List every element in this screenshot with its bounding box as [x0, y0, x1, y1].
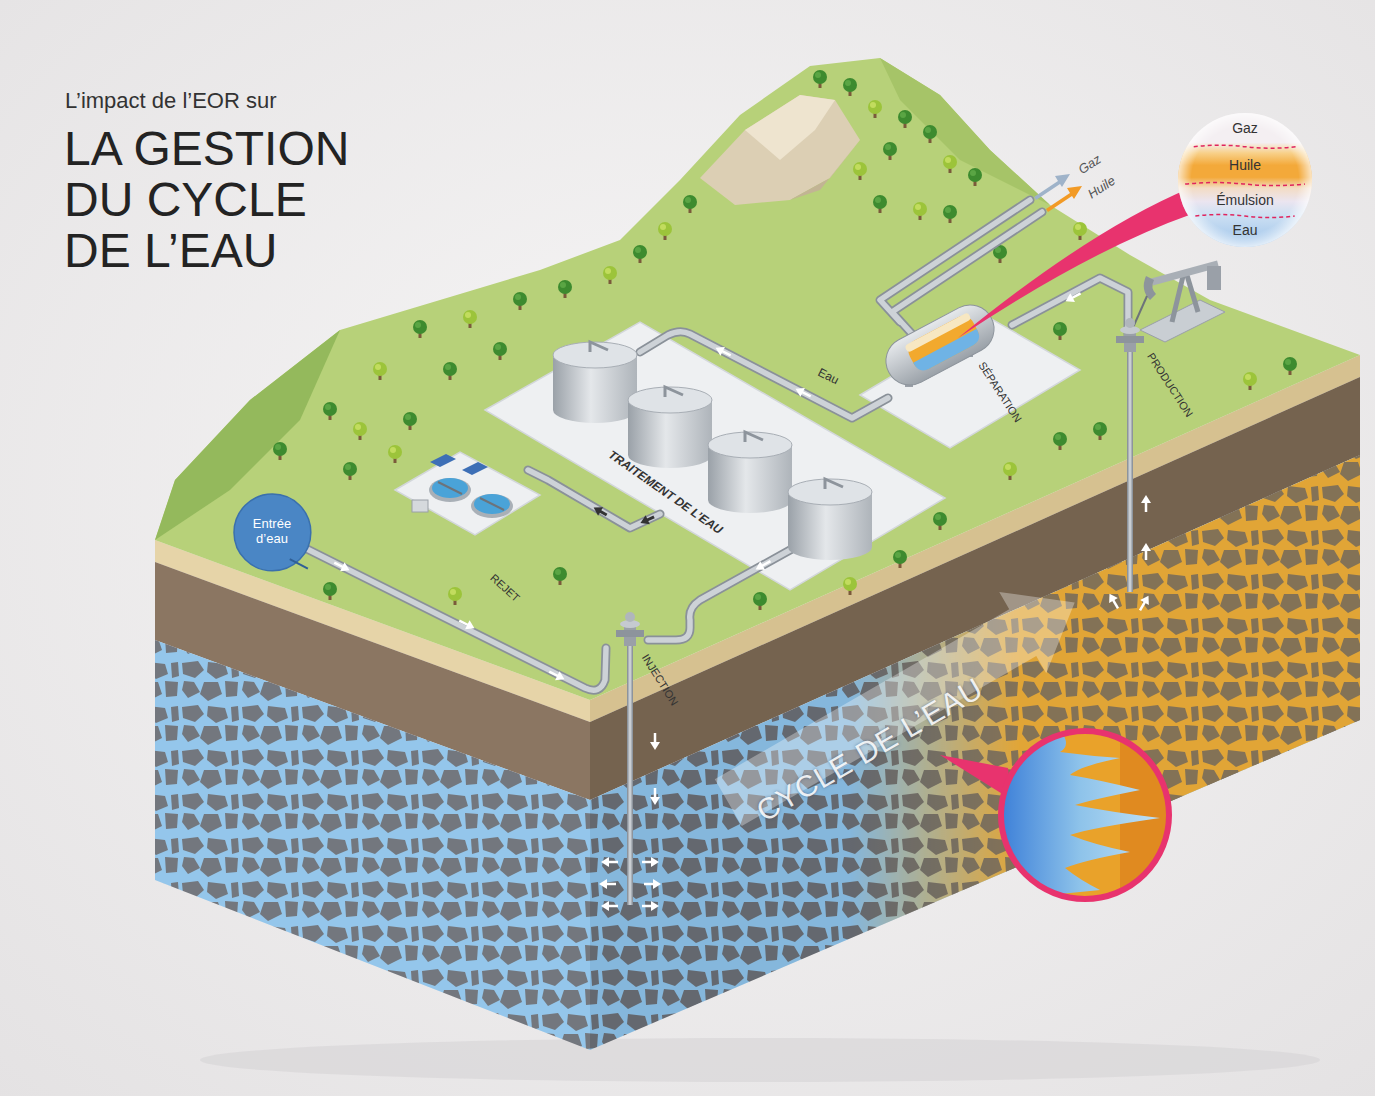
storage-tanks — [553, 342, 872, 560]
pumpjack — [1131, 264, 1225, 342]
phase-boundary — [1185, 183, 1305, 186]
phase-bubble: GazHuileÉmulsionEau — [1177, 112, 1313, 248]
gas-arrow — [1034, 174, 1070, 200]
inlet-fill — [234, 494, 311, 571]
subtitle: L’impact de l’EOR sur — [65, 88, 277, 113]
separation-pad — [860, 318, 1080, 448]
label-wrap: L’impact de l’EOR sur — [65, 88, 277, 113]
bubble-fill — [1178, 113, 1312, 247]
node-text: Eau — [1233, 222, 1258, 238]
clarifier — [412, 454, 513, 518]
node-text: Entrée d’eau — [241, 517, 303, 547]
diagram-title: LA GESTION DU CYCLE DE L’EAU — [64, 124, 364, 277]
treatment-pad — [485, 322, 945, 590]
node-text: Gaz — [1232, 120, 1258, 136]
trees — [273, 70, 1297, 610]
discharge-pad — [395, 452, 540, 535]
title-wrap: LA GESTION DU CYCLE DE L’EAU — [64, 124, 364, 277]
phase-boundary — [1194, 145, 1297, 148]
inlet-circle: Entrée d’eau — [233, 493, 312, 572]
inlet-pipe — [289, 559, 307, 568]
magnifier — [940, 730, 1170, 900]
bubble-edge — [1178, 113, 1312, 247]
phase-boundary — [1195, 215, 1294, 218]
node-text: Huile — [1229, 157, 1261, 173]
oil-arrow — [1046, 186, 1082, 212]
production-wellhead — [1116, 318, 1144, 352]
node-text: Émulsion — [1216, 192, 1274, 208]
shadow — [200, 1038, 1320, 1082]
bubble-leader — [958, 188, 1192, 338]
injection-wellhead — [616, 612, 644, 646]
flow-arrows — [332, 245, 1165, 911]
